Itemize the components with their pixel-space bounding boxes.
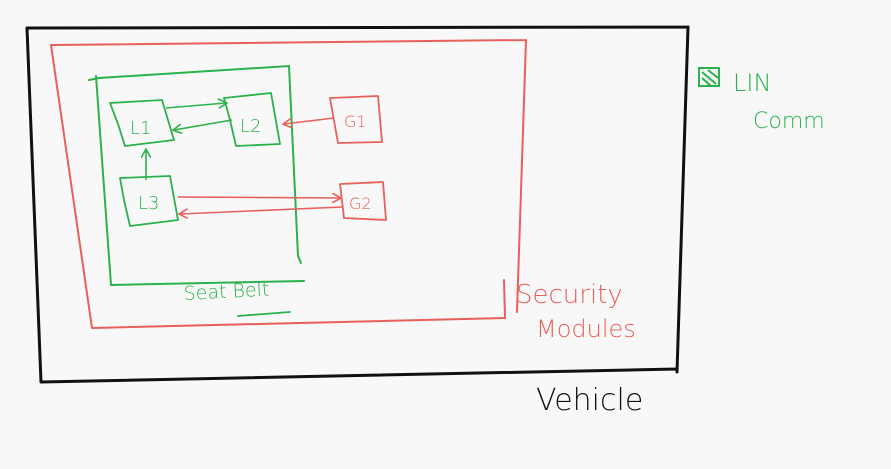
seat-belt-label: Seat Belt bbox=[183, 279, 270, 305]
green-square-icon bbox=[698, 67, 720, 87]
arrow-l1-to-l2 bbox=[165, 103, 226, 109]
node-l1-box bbox=[109, 99, 175, 147]
node-l1-label: L1 bbox=[130, 118, 151, 139]
arrow-l3-to-g2 bbox=[177, 197, 340, 198]
arrow-g2-to-l3 bbox=[180, 206, 343, 214]
node-l2-label: L2 bbox=[240, 116, 261, 137]
node-l3-label: L3 bbox=[138, 193, 159, 214]
vehicle-boundary bbox=[25, 25, 690, 384]
node-l3-box bbox=[119, 175, 179, 227]
security-modules-boundary bbox=[50, 39, 527, 329]
comm-label: Comm bbox=[753, 109, 825, 134]
green-square-icon-fill bbox=[701, 69, 719, 87]
node-g1-label: G1 bbox=[344, 112, 367, 131]
seat-belt-boundary bbox=[88, 64, 305, 287]
seat-belt-underline bbox=[237, 311, 291, 317]
arrow-l2-to-l1 bbox=[174, 119, 233, 130]
lin-label: LIN bbox=[733, 69, 771, 97]
arrow-g1-to-l2 bbox=[284, 117, 335, 124]
node-g2-label: G2 bbox=[349, 194, 372, 213]
security-label-line2: Modules bbox=[536, 315, 636, 343]
node-l2-box bbox=[223, 92, 281, 147]
node-g2-box bbox=[339, 181, 387, 221]
vehicle-label: Vehicle bbox=[536, 383, 643, 418]
node-g1-box bbox=[329, 95, 383, 144]
security-label-line1: Security bbox=[516, 280, 623, 310]
